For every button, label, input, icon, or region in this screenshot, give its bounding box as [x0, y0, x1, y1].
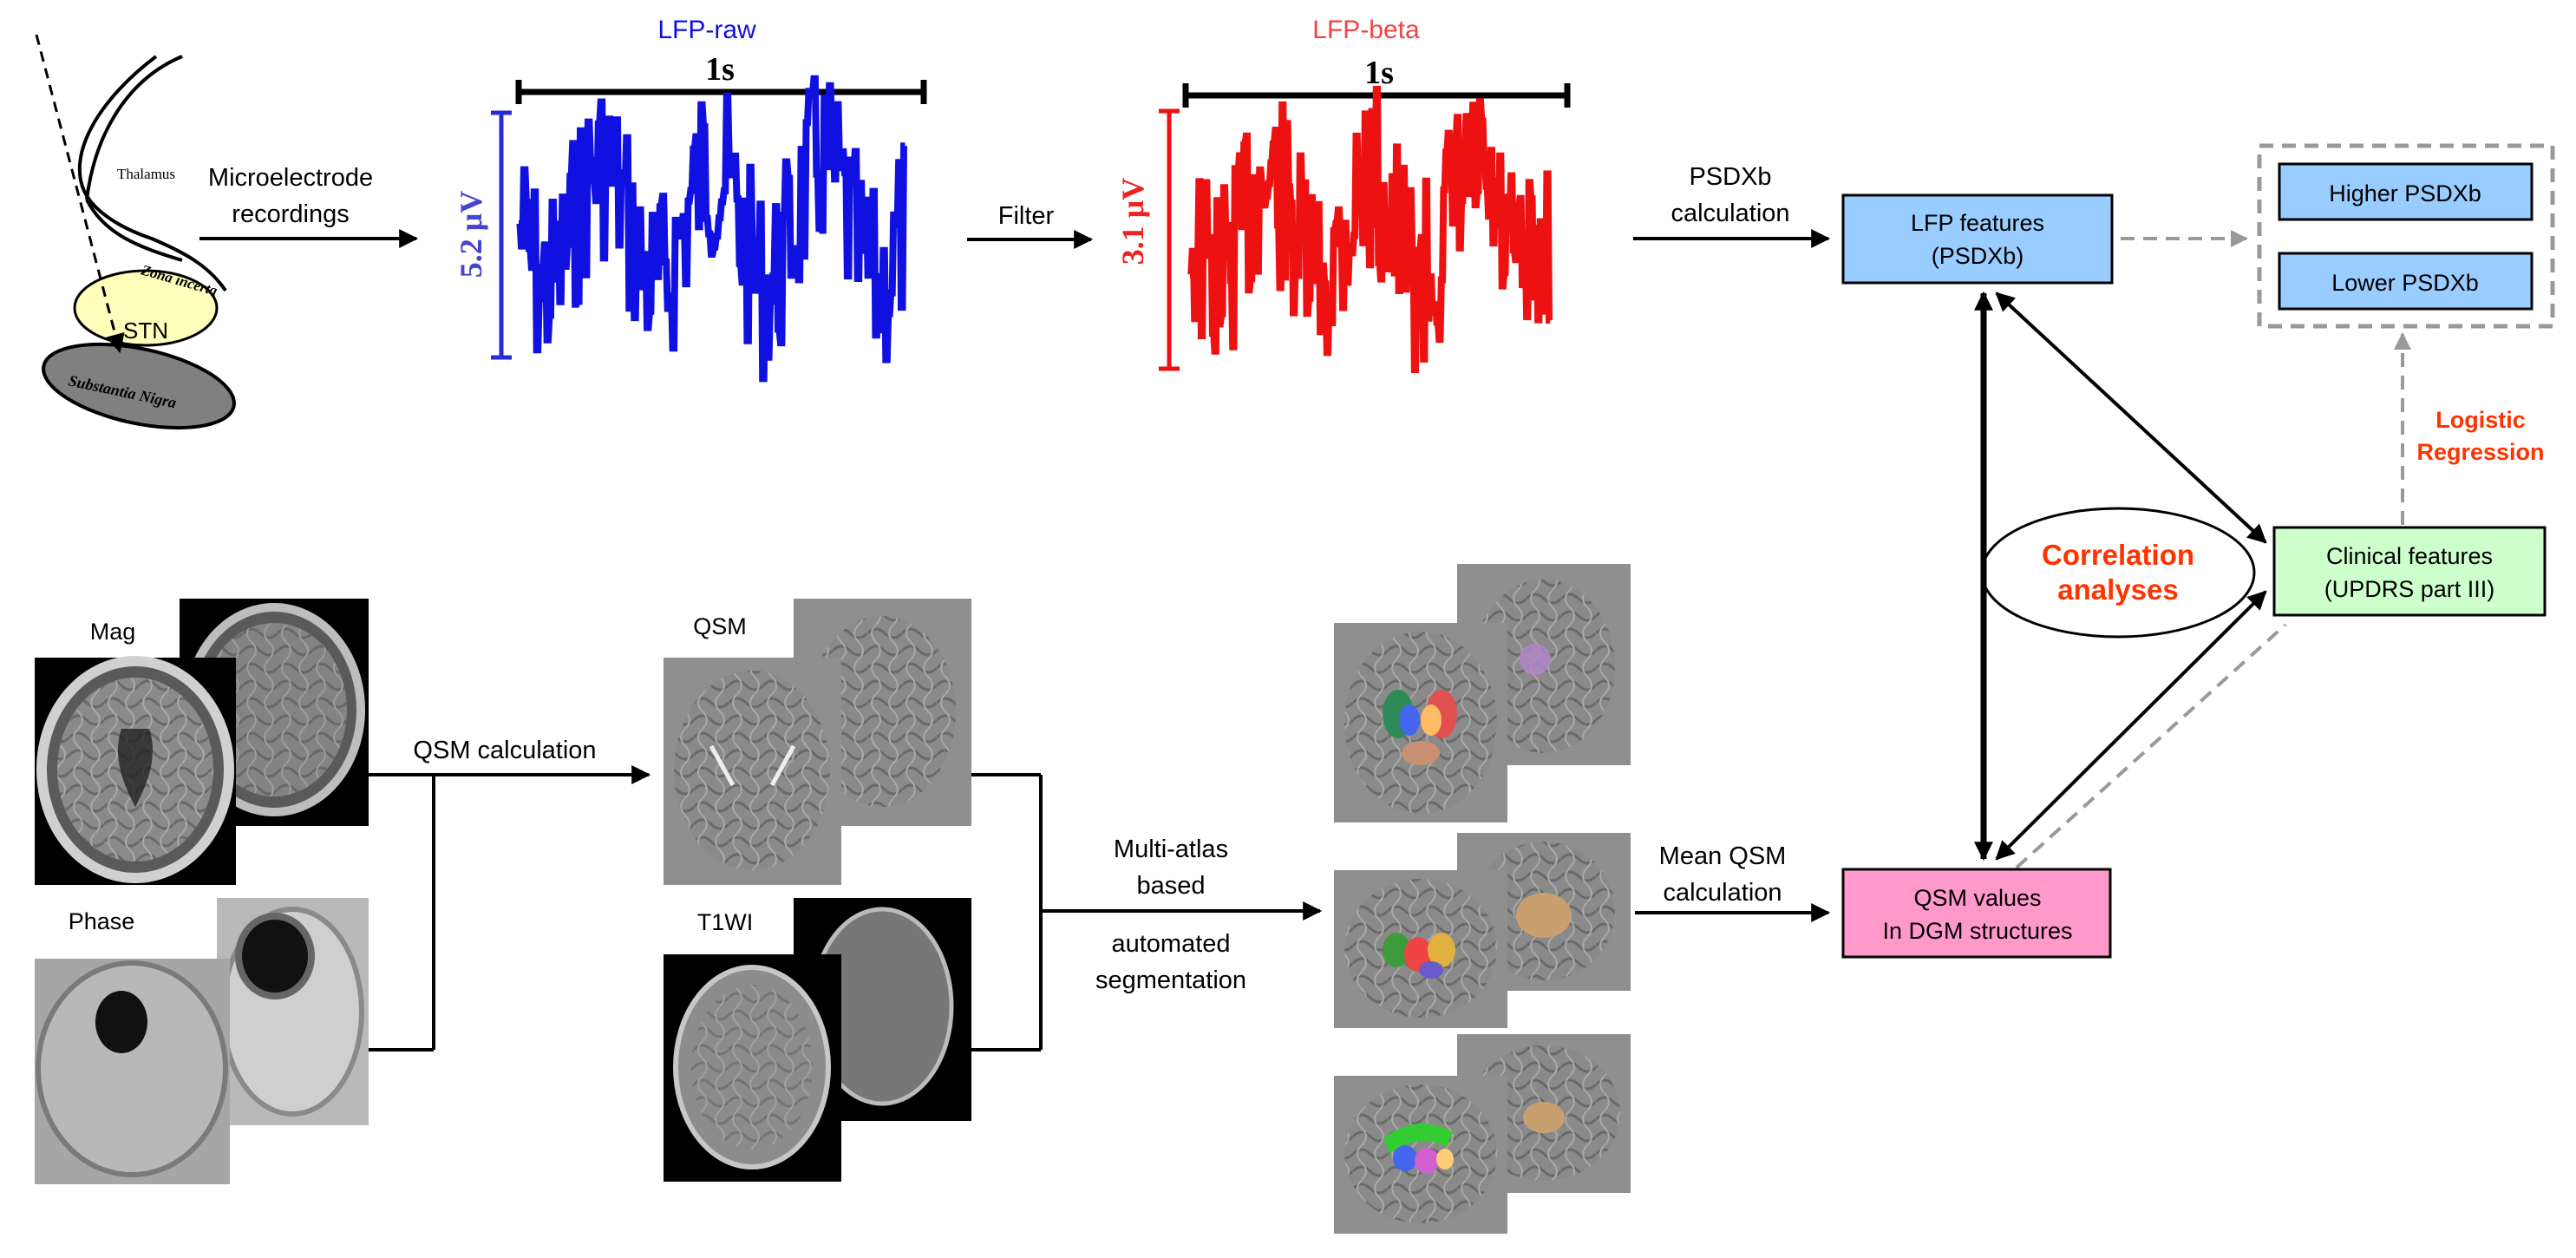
mean-qsm-label-1: Mean QSM: [1659, 842, 1787, 870]
qsm-values-label-2: In DGM structures: [1882, 918, 2072, 944]
lfp-beta-title: LFP-beta: [1312, 16, 1420, 44]
clinical-label-2: (UPDRS part III): [2324, 576, 2495, 602]
mag-label: Mag: [90, 619, 136, 645]
substantia-nigra-shape: [42, 342, 236, 430]
higher-psdxb-label: Higher PSDXb: [2329, 180, 2481, 206]
beta-time-label: 1s: [1364, 55, 1394, 91]
qsm-clinical-correlation-arrow: [1995, 590, 2267, 861]
qsm-clinical-dashed-line: [2015, 623, 2287, 869]
phase-images: Phase: [35, 898, 369, 1184]
thalamus-label: Thalamus: [117, 166, 175, 182]
filter-label: Filter: [998, 202, 1055, 230]
correlation-label-2: analyses: [2057, 573, 2178, 606]
t1wi-label: T1WI: [697, 909, 754, 935]
psdxb-label-2: calculation: [1670, 200, 1789, 227]
raw-amplitude-label: 5.2 μV: [454, 191, 488, 278]
raw-amplitude-scale-bar: 5.2 μV: [454, 110, 512, 360]
psdxb-label-1: PSDXb: [1689, 163, 1771, 191]
lfp-raw-title: LFP-raw: [657, 16, 756, 44]
t1wi-label-bg: [685, 906, 765, 940]
qsm-values-label-1: QSM values: [1913, 885, 2041, 911]
lfp-raw-signal: [516, 75, 907, 383]
segmentation-images: [1334, 564, 1631, 1234]
lfp-features-label-2: (PSDXb): [1932, 243, 2024, 269]
brain-mri-icon: [674, 671, 830, 870]
lower-psdxb-box: [2278, 252, 2534, 311]
lfp-features-label-1: LFP features: [1911, 210, 2044, 236]
phase-label: Phase: [69, 908, 135, 934]
microelectrode-label-2: recordings: [232, 200, 349, 228]
logistic-label-1: Logistic: [2435, 407, 2526, 433]
psdxb-group-box: [2257, 143, 2555, 329]
mean-qsm-label-2: calculation: [1663, 879, 1782, 907]
correlation-ellipse: [1980, 507, 2256, 639]
t1wi-images: T1WI: [664, 898, 971, 1182]
mag-label-bg: [85, 616, 141, 651]
lfp-clinical-correlation-arrow: [1995, 292, 2267, 544]
raw-time-label: 1s: [705, 51, 735, 88]
qsm-values-box: [1841, 868, 2112, 959]
logistic-label-2: Regression: [2416, 439, 2544, 465]
stn-shape: [73, 269, 219, 347]
mag-images: Mag: [35, 599, 369, 885]
raw-time-scale-bar: 1s: [515, 51, 927, 104]
multi-label-4: segmentation: [1095, 966, 1246, 994]
qsm-images: QSM: [664, 599, 971, 885]
beta-amplitude-label: 3.1 μV: [1115, 178, 1150, 265]
multi-label-2: based: [1136, 872, 1205, 900]
multi-label-3: automated: [1111, 930, 1230, 958]
beta-amplitude-scale-bar: 3.1 μV: [1115, 108, 1180, 371]
brain-mri-icon: [36, 960, 228, 1177]
phase-label-bg: [56, 906, 147, 940]
lfp-beta-signal: [1187, 86, 1553, 373]
correlation-label-1: Correlation: [2042, 539, 2194, 571]
clinical-label-1: Clinical features: [2326, 543, 2493, 569]
lower-psdxb-label: Lower PSDXb: [2331, 270, 2479, 296]
lfp-features-box: [1841, 193, 2114, 285]
multi-label-1: Multi-atlas: [1114, 835, 1228, 863]
higher-psdxb-box: [2278, 162, 2534, 221]
qsm-label: QSM: [693, 613, 747, 639]
clinical-features-box: [2272, 526, 2547, 617]
qsm-calc-label: QSM calculation: [413, 737, 596, 764]
electrode-trajectory: [35, 34, 125, 354]
stn-label: STN: [123, 318, 168, 344]
qsm-label-bg: [685, 610, 755, 645]
microelectrode-label-1: Microelectrode: [208, 164, 373, 192]
